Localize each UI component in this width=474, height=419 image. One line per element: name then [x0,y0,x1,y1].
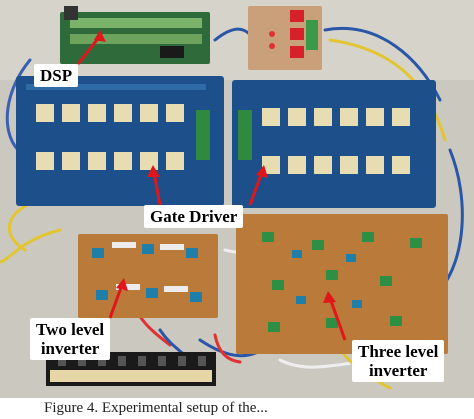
three-level-inverter-label-line1: Three level [358,342,439,361]
gate-driver-board-left [16,76,224,206]
two-level-inverter-board [78,234,218,318]
dsp-label: DSP [34,64,79,87]
two-level-inverter-label-line2: inverter [40,339,100,358]
three-level-inverter-board [236,214,448,354]
figure-caption-text: Figure 4. Experimental setup of the... [44,400,268,416]
figure-caption: Figure 4. Experimental setup of the... [0,398,474,419]
two-level-inverter-label-line1: Two level [36,320,105,339]
dsp-board [60,6,210,64]
two-level-inverter-label: Two level inverter [30,318,111,360]
gate-driver-board-right [232,80,436,208]
three-level-inverter-label-line2: inverter [368,361,428,380]
gate-driver-label: Gate Driver [144,205,244,228]
relay-board [248,6,322,70]
annotation-arrows [76,30,347,341]
three-level-inverter-label: Three level inverter [352,340,445,382]
